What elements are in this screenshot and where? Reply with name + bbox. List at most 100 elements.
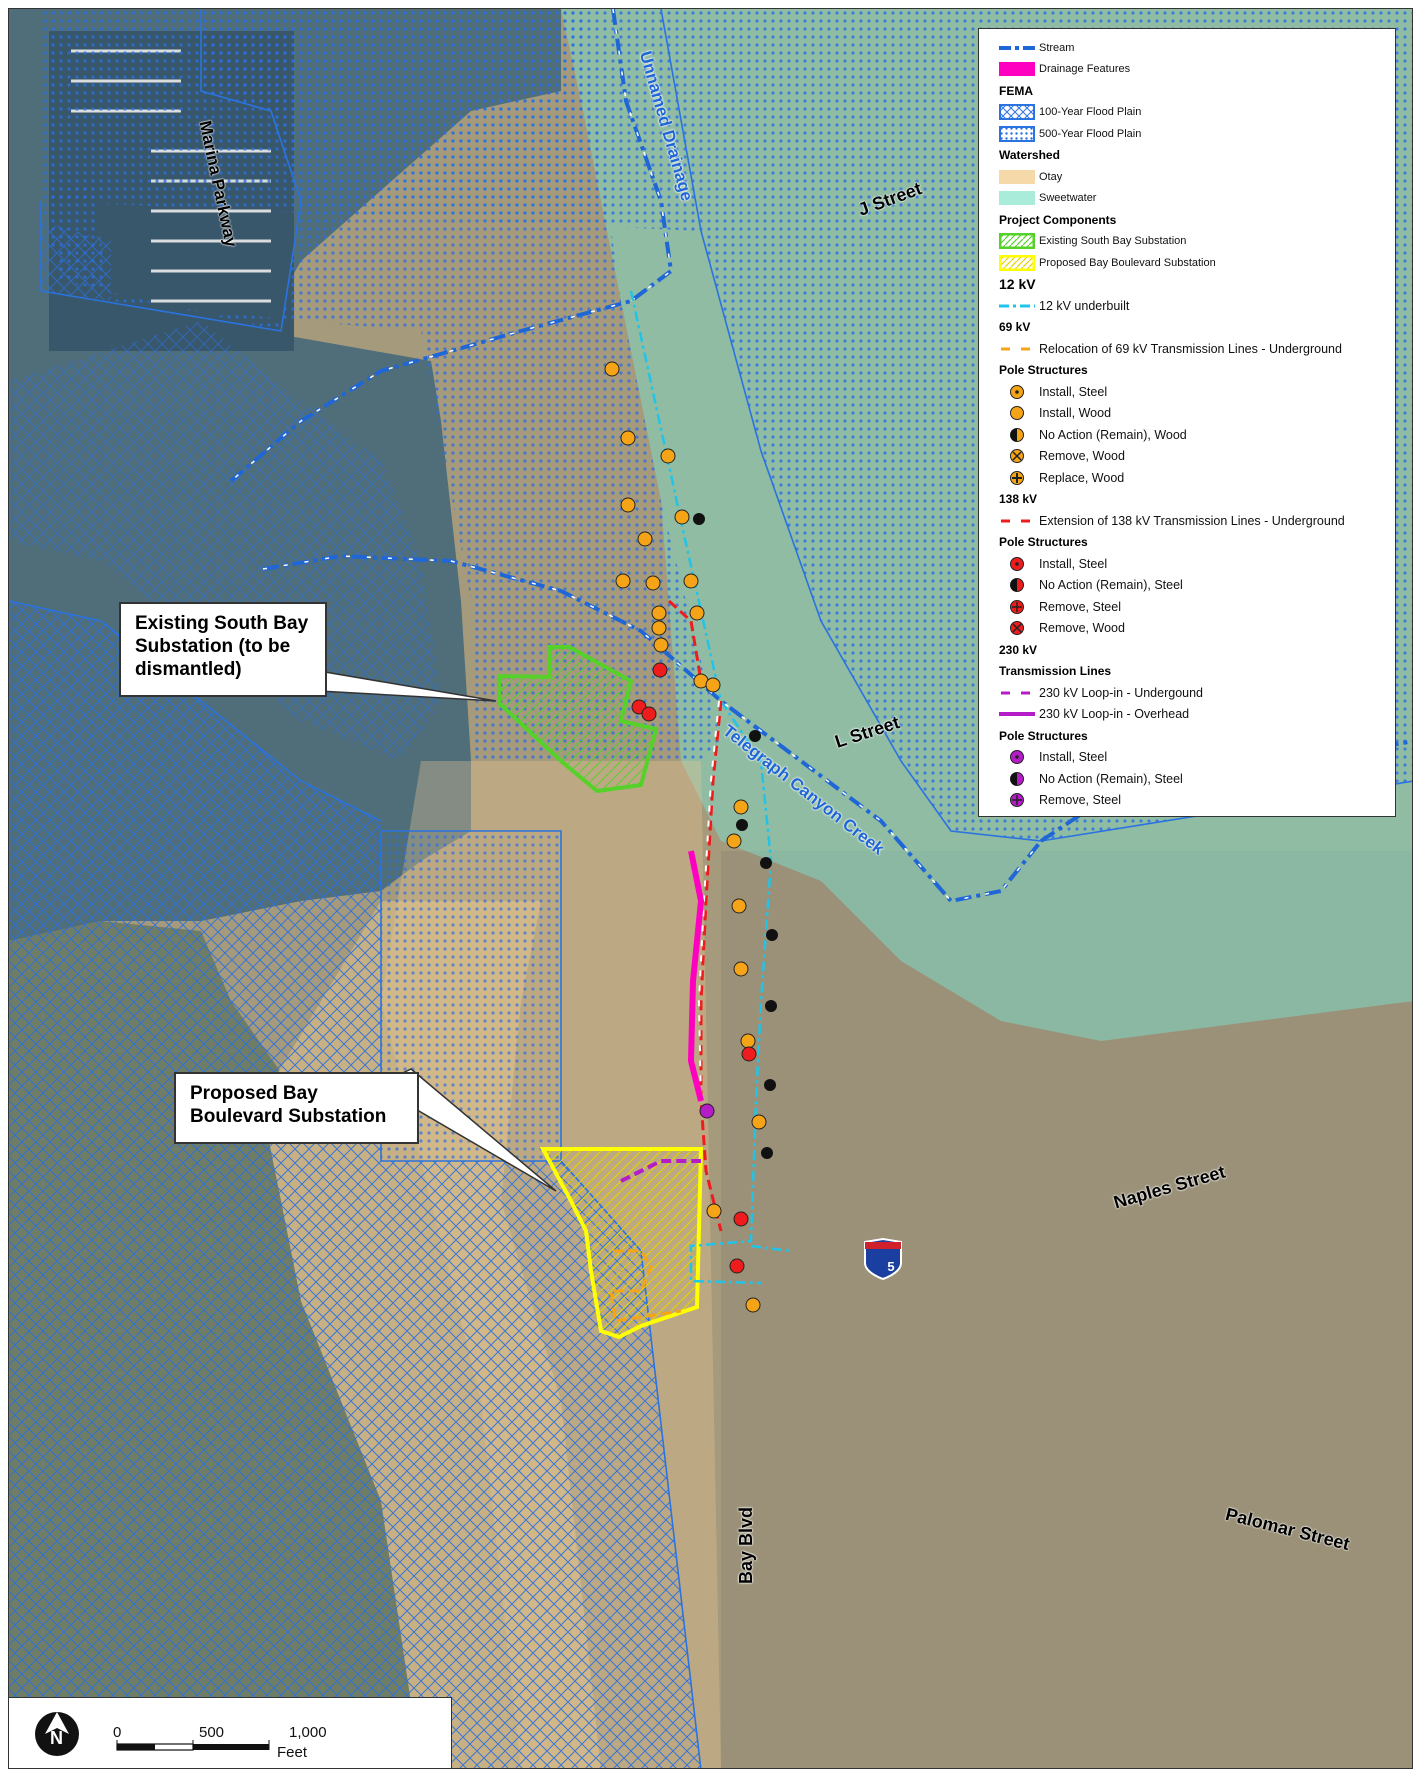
legend-p230-install-steel-label: Install, Steel	[1039, 750, 1108, 765]
legend-12kv-heading: 12 kV	[999, 276, 1036, 293]
north-arrow-icon	[35, 1712, 79, 1756]
legend-existing-substation-label: Existing South Bay Substation	[1039, 235, 1187, 248]
sweetwater-symbol-icon	[999, 190, 1035, 206]
230kv-under-icon	[999, 685, 1035, 701]
purple-half-pole-icon	[999, 771, 1035, 787]
230kv-over-icon	[999, 706, 1035, 722]
scale-unit: Feet	[277, 1744, 308, 1761]
scale-tick-1000: 1,000	[289, 1724, 327, 1741]
red-remove-wood-icon	[999, 620, 1035, 636]
flood-500-symbol-icon	[999, 125, 1035, 142]
legend-230kv-under-label: 230 kV Loop-in - Undergound	[1039, 685, 1204, 700]
existing-substation-symbol-icon	[999, 233, 1035, 250]
legend-p230-noaction-steel-label: No Action (Remain), Steel	[1039, 771, 1183, 786]
label-interstate-5: 5	[887, 1259, 895, 1274]
proposed-substation-symbol-icon	[999, 254, 1035, 271]
legend-p138-noaction-steel: No Action (Remain), Steel	[999, 575, 1385, 597]
legend-69kv-line-label: Relocation of 69 kV Transmission Lines -…	[1039, 341, 1342, 356]
legend-flood-500-label: 500-Year Flood Plain	[1039, 127, 1142, 140]
legend-p230-install-steel: Install, Steel	[999, 747, 1385, 769]
legend-p138-remove-steel: Remove, Steel	[999, 596, 1385, 618]
legend-p69-install-wood-label: Install, Wood	[1039, 406, 1112, 421]
legend-flood-100: 100-Year Flood Plain	[999, 102, 1385, 124]
legend-p69-install-steel: Install, Steel	[999, 381, 1385, 403]
legend-proposed-substation: Proposed Bay Boulevard Substation	[999, 252, 1385, 274]
legend-69kv-line: Relocation of 69 kV Transmission Lines -…	[999, 338, 1385, 360]
legend-12kv-line-label: 12 kV underbuilt	[1039, 298, 1130, 313]
legend-otay: Otay	[999, 166, 1385, 188]
map-legend: Stream Drainage Features FEMA 100-Year F…	[978, 28, 1396, 817]
69kv-line-icon	[999, 341, 1035, 357]
legend-flood-100-label: 100-Year Flood Plain	[1039, 106, 1142, 119]
138kv-line-icon	[999, 513, 1035, 529]
legend-p138-remove-wood: Remove, Wood	[999, 618, 1385, 640]
label-bay-blvd: Bay Blvd	[736, 1506, 756, 1584]
legend-pole-heading-230: Pole Structures	[999, 728, 1088, 743]
12kv-line-icon	[999, 298, 1035, 314]
otay-symbol-icon	[999, 169, 1035, 185]
scale-bar-box: N 0 500 1,000 Feet	[8, 1697, 452, 1769]
legend-138kv-heading: 138 kV	[999, 492, 1038, 507]
legend-pole-heading-69: Pole Structures	[999, 363, 1088, 378]
red-steel-pole-icon	[999, 556, 1035, 572]
legend-230kv-over: 230 kV Loop-in - Overhead	[999, 704, 1385, 726]
scale-bar-graphic	[116, 1740, 270, 1751]
legend-p69-noaction-wood: No Action (Remain), Wood	[999, 424, 1385, 446]
legend-p69-install-wood: Install, Wood	[999, 403, 1385, 425]
legend-p69-replace-wood-label: Replace, Wood	[1039, 470, 1125, 485]
legend-12kv-line: 12 kV underbuilt	[999, 295, 1385, 317]
legend-p138-install-steel-label: Install, Steel	[1039, 556, 1108, 571]
orange-remove-pole-icon	[999, 448, 1035, 464]
legend-p230-remove-steel: Remove, Steel	[999, 790, 1385, 812]
legend-sweetwater: Sweetwater	[999, 188, 1385, 210]
orange-wood-pole-icon	[999, 405, 1035, 421]
legend-flood-500: 500-Year Flood Plain	[999, 123, 1385, 145]
legend-p138-remove-wood-label: Remove, Wood	[1039, 621, 1125, 636]
legend-otay-label: Otay	[1039, 170, 1063, 183]
legend-p230-remove-steel-label: Remove, Steel	[1039, 793, 1121, 808]
legend-project-heading: Project Components	[999, 212, 1117, 227]
legend-tl-heading: Transmission Lines	[999, 664, 1112, 679]
legend-existing-substation: Existing South Bay Substation	[999, 231, 1385, 253]
scale-tick-0: 0	[113, 1724, 122, 1741]
legend-p69-install-steel-label: Install, Steel	[1039, 384, 1108, 399]
legend-230kv-over-label: 230 kV Loop-in - Overhead	[1039, 707, 1190, 722]
legend-p69-replace-wood: Replace, Wood	[999, 467, 1385, 489]
legend-p138-remove-steel-label: Remove, Steel	[1039, 599, 1121, 614]
legend-drainage-label: Drainage Features	[1039, 63, 1131, 76]
scale-tick-500: 500	[199, 1724, 225, 1741]
red-remove-steel-icon	[999, 599, 1035, 615]
legend-watershed-heading: Watershed	[999, 148, 1060, 163]
legend-p230-noaction-steel: No Action (Remain), Steel	[999, 768, 1385, 790]
callout-proposed-substation: Proposed Bay Boulevard Substation	[174, 1072, 419, 1144]
north-arrow-letter: N	[50, 1728, 63, 1748]
legend-pole-heading-138: Pole Structures	[999, 535, 1088, 550]
drainage-symbol-icon	[999, 61, 1035, 77]
legend-p69-remove-wood: Remove, Wood	[999, 446, 1385, 468]
legend-138kv-line-label: Extension of 138 kV Transmission Lines -…	[1039, 513, 1345, 528]
legend-proposed-substation-label: Proposed Bay Boulevard Substation	[1039, 256, 1216, 269]
flood-100-symbol-icon	[999, 104, 1035, 121]
legend-p69-noaction-wood-label: No Action (Remain), Wood	[1039, 427, 1187, 442]
legend-drainage: Drainage Features	[999, 59, 1385, 81]
legend-stream: Stream	[999, 37, 1385, 59]
legend-p69-remove-wood-label: Remove, Wood	[1039, 449, 1125, 464]
red-half-pole-icon	[999, 577, 1035, 593]
legend-69kv-heading: 69 kV	[999, 320, 1031, 335]
interstate-shield-icon	[864, 1237, 902, 1281]
legend-138kv-line: Extension of 138 kV Transmission Lines -…	[999, 510, 1385, 532]
orange-steel-pole-icon	[999, 384, 1035, 400]
legend-stream-label: Stream	[1039, 41, 1075, 54]
legend-230kv-under: 230 kV Loop-in - Undergound	[999, 682, 1385, 704]
purple-steel-pole-icon	[999, 749, 1035, 765]
orange-replace-pole-icon	[999, 470, 1035, 486]
orange-half-pole-icon	[999, 427, 1035, 443]
legend-sweetwater-label: Sweetwater	[1039, 192, 1097, 205]
legend-p138-noaction-steel-label: No Action (Remain), Steel	[1039, 578, 1183, 593]
stream-symbol-icon	[999, 40, 1035, 56]
legend-230kv-heading: 230 kV	[999, 642, 1038, 657]
callout-existing-substation: Existing South Bay Substation (to be dis…	[119, 602, 327, 697]
purple-remove-steel-icon	[999, 792, 1035, 808]
legend-fema-heading: FEMA	[999, 83, 1033, 98]
legend-p138-install-steel: Install, Steel	[999, 553, 1385, 575]
